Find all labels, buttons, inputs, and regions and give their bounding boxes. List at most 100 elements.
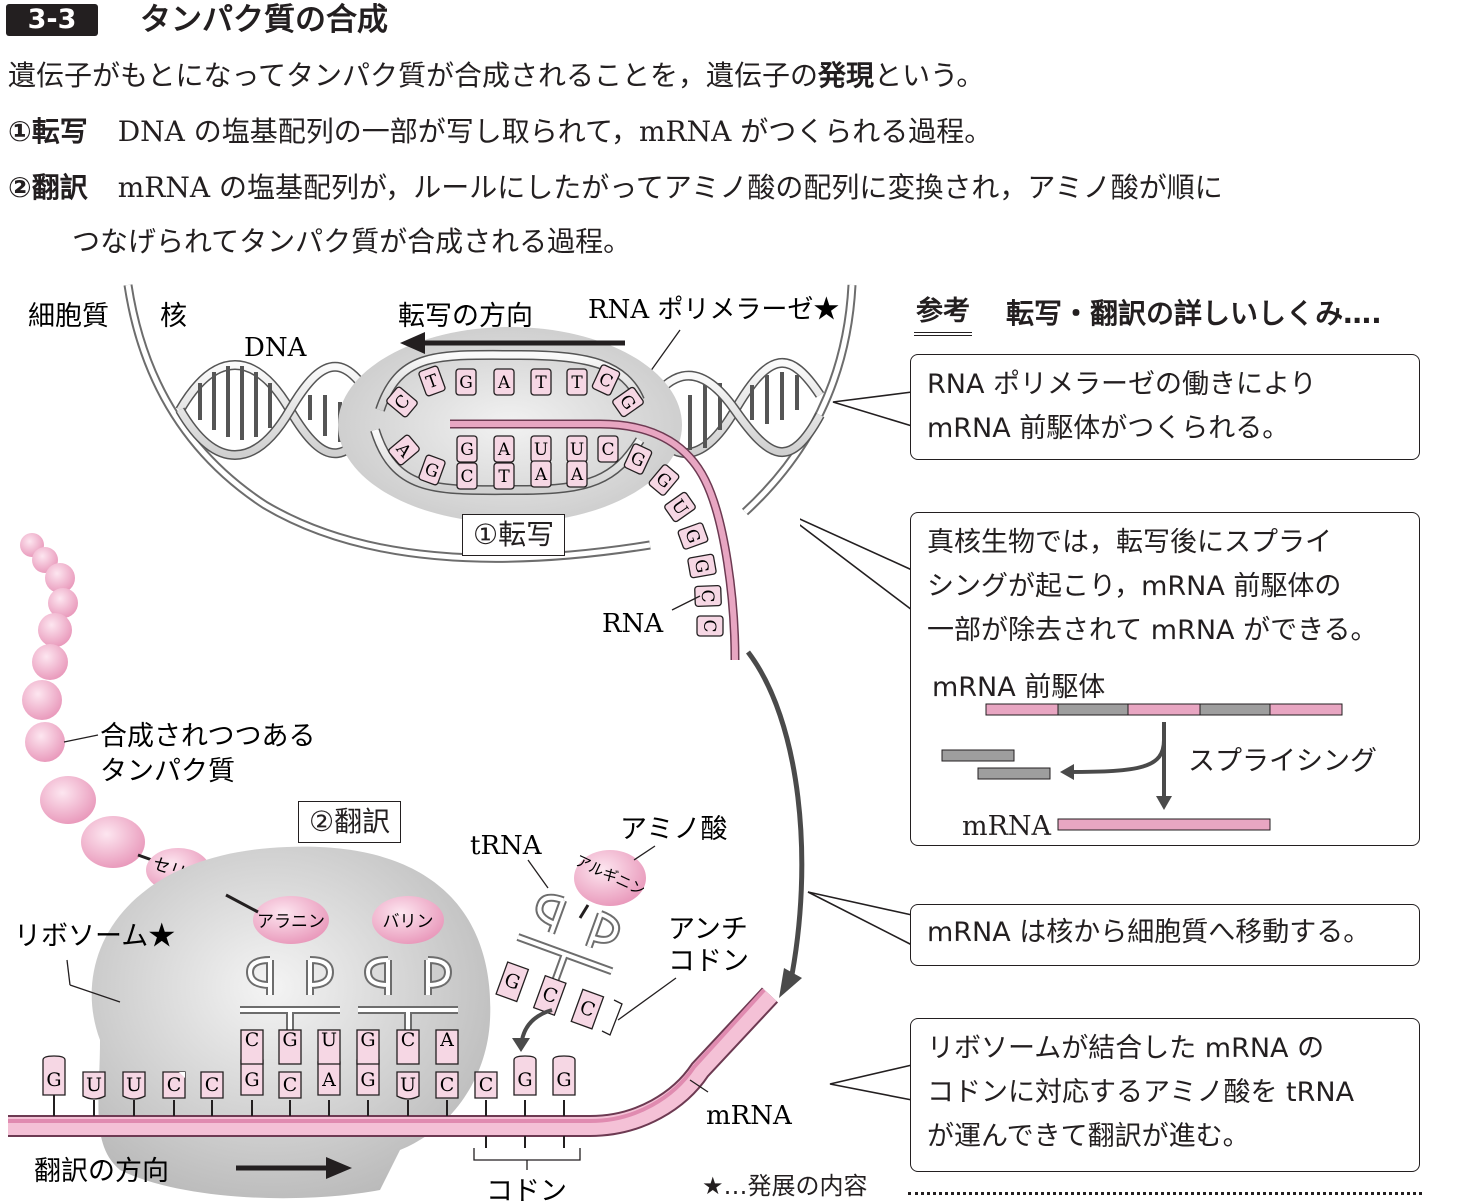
protein-label-line2: タンパク質 [100,756,235,787]
svg-text:G: G [360,1029,375,1051]
svg-text:G: G [517,1069,532,1091]
codon-label: コドン [486,1176,567,1204]
protein-synthesis-diagram: 細胞質 核 DNA 転写の方向 RNA ポリメラーゼ★ [8,284,857,1204]
translation-box-label: ②翻訳 [298,801,402,843]
rna-label: RNA [602,609,664,639]
definition-transcription-label: ①転写 [8,115,88,148]
dna-helix-left [175,360,390,460]
transcription-box-label: ①転写 [462,514,566,556]
svg-text:C: C [699,619,719,632]
svg-text:A: A [321,1069,336,1091]
splicing-result-label: mRNA [962,811,1052,842]
svg-text:T: T [498,467,510,487]
arginine-residue [574,850,646,906]
splicing-process-label: スプライシング [1188,746,1377,777]
trna-arginine-incoming: G C C [495,893,621,1030]
svg-text:A: A [570,465,584,485]
ribosome-label: リボソーム★ [14,921,175,952]
trna-label: tRNA [470,831,543,861]
svg-text:C: C [460,467,473,487]
svg-text:G: G [690,558,712,575]
svg-text:A: A [497,440,511,460]
definition-translation-label: ②翻訳 [8,171,88,204]
definition-translation-text: mRNA の塩基配列が，ルールにしたがってアミノ酸の配列に変換され，アミノ酸が順… [117,171,1223,204]
svg-text:C: C [601,440,614,460]
mrna-transport-arrow [746,650,805,986]
dna-label: DNA [244,333,308,363]
svg-text:G: G [422,459,442,482]
svg-text:バリン: バリン [383,912,434,932]
svg-text:G: G [556,1069,571,1091]
intro-term: 発現 [818,59,875,92]
transcription-direction-label: 転写の方向 [398,301,533,332]
svg-text:C: C [401,1029,416,1051]
svg-text:C: C [479,1074,494,1096]
growing-protein-chain [20,533,145,868]
svg-text:C: C [167,1074,182,1096]
rna-bases: G A U U C G G U G G C C [456,435,724,637]
svg-text:アラニン: アラニン [257,912,325,932]
polymerase-callout: RNA ポリメラーゼの働きにより mRNA 前駆体がつくられる。 [910,354,1420,460]
svg-text:U: U [86,1074,102,1096]
svg-text:T: T [571,373,583,393]
mrna-strand [8,988,777,1135]
transport-callout: mRNA は核から細胞質へ移動する。 [910,904,1420,966]
definition-translation-continued: つなげられてタンパク質が合成される過程。 [72,225,632,258]
mrna-bases: G U U C C G C A G U C C G G [42,1055,576,1148]
svg-text:U: U [400,1074,416,1096]
protein-label-line1: 合成されつつある [100,721,315,752]
svg-text:C: C [283,1074,298,1096]
intro-suffix: という。 [874,59,985,92]
svg-text:G: G [46,1069,61,1091]
intro-prefix: 遺伝子がもとになってタンパク質が合成されることを，遺伝子の [8,59,819,92]
coding-strand-bases: A G C T A A [388,434,588,490]
svg-text:C: C [440,1074,455,1096]
svg-text:U: U [570,440,584,460]
svg-text:G: G [501,969,523,995]
definition-transcription: ①転写 DNA の塩基配列の一部が写し取られて，mRNA がつくられる過程。 [8,112,992,152]
section-title: タンパク質の合成 [140,2,388,38]
translation-callout: リボソームが結合した mRNA の コドンに対応するアミノ酸を tRNA が運ん… [910,1018,1420,1172]
callout-pointers [800,391,913,1101]
svg-text:C: C [697,589,717,603]
svg-text:G: G [360,1069,375,1091]
svg-text:G: G [282,1029,297,1051]
trna-valine: バリン [358,896,458,1040]
anticodon-label-line2: コドン [668,946,749,977]
rna-polymerase-label: RNA ポリメラーゼ★ [588,295,839,325]
template-strand-bases: C T G A T T C G [386,364,644,418]
svg-text:U: U [534,440,548,460]
svg-text:A: A [497,373,511,393]
svg-text:C: C [539,983,560,1009]
svg-text:C: C [245,1029,260,1051]
footnote: ★…発展の内容 [702,1172,868,1200]
reference-badge: 参考 [914,292,972,336]
intro-paragraph: 遺伝子がもとになってタンパク質が合成されることを，遺伝子の発現という。 [8,56,984,96]
svg-text:A: A [534,465,548,485]
trna-alanine: アラニン [240,896,340,1040]
definition-transcription-text: DNA の塩基配列の一部が写し取られて，mRNA がつくられる過程。 [117,115,993,148]
splicing-precursor-label: mRNA 前駆体 [932,672,1106,703]
svg-text:G: G [459,373,473,393]
amino-acid-label: アミノ酸 [620,814,727,845]
svg-text:C: C [577,996,598,1022]
splicing-diagram [941,703,1343,831]
anticodon-label-line1: アンチ [668,914,748,945]
cytoplasm-label: 細胞質 [28,301,109,332]
svg-text:G: G [460,440,474,460]
svg-text:G: G [680,527,703,547]
svg-text:T: T [535,373,547,393]
svg-text:U: U [126,1074,142,1096]
svg-text:G: G [244,1069,259,1091]
nucleus-label: 核 [160,301,187,332]
svg-text:C: C [205,1074,220,1096]
definition-translation: ②翻訳 mRNA の塩基配列が，ルールにしたがってアミノ酸の配列に変換され，アミノ… [8,168,1223,208]
reference-title: 転写・翻訳の詳しいしくみ…. [1006,297,1382,330]
translation-direction-label: 翻訳の方向 [34,1156,169,1187]
svg-text:U: U [321,1029,337,1051]
mrna-label: mRNA [706,1101,793,1131]
nascent-rna-strand [450,421,738,661]
svg-text:A: A [439,1029,454,1051]
footnote-dotted-rule [908,1192,1422,1195]
section-number-badge: 3-3 [6,4,98,36]
